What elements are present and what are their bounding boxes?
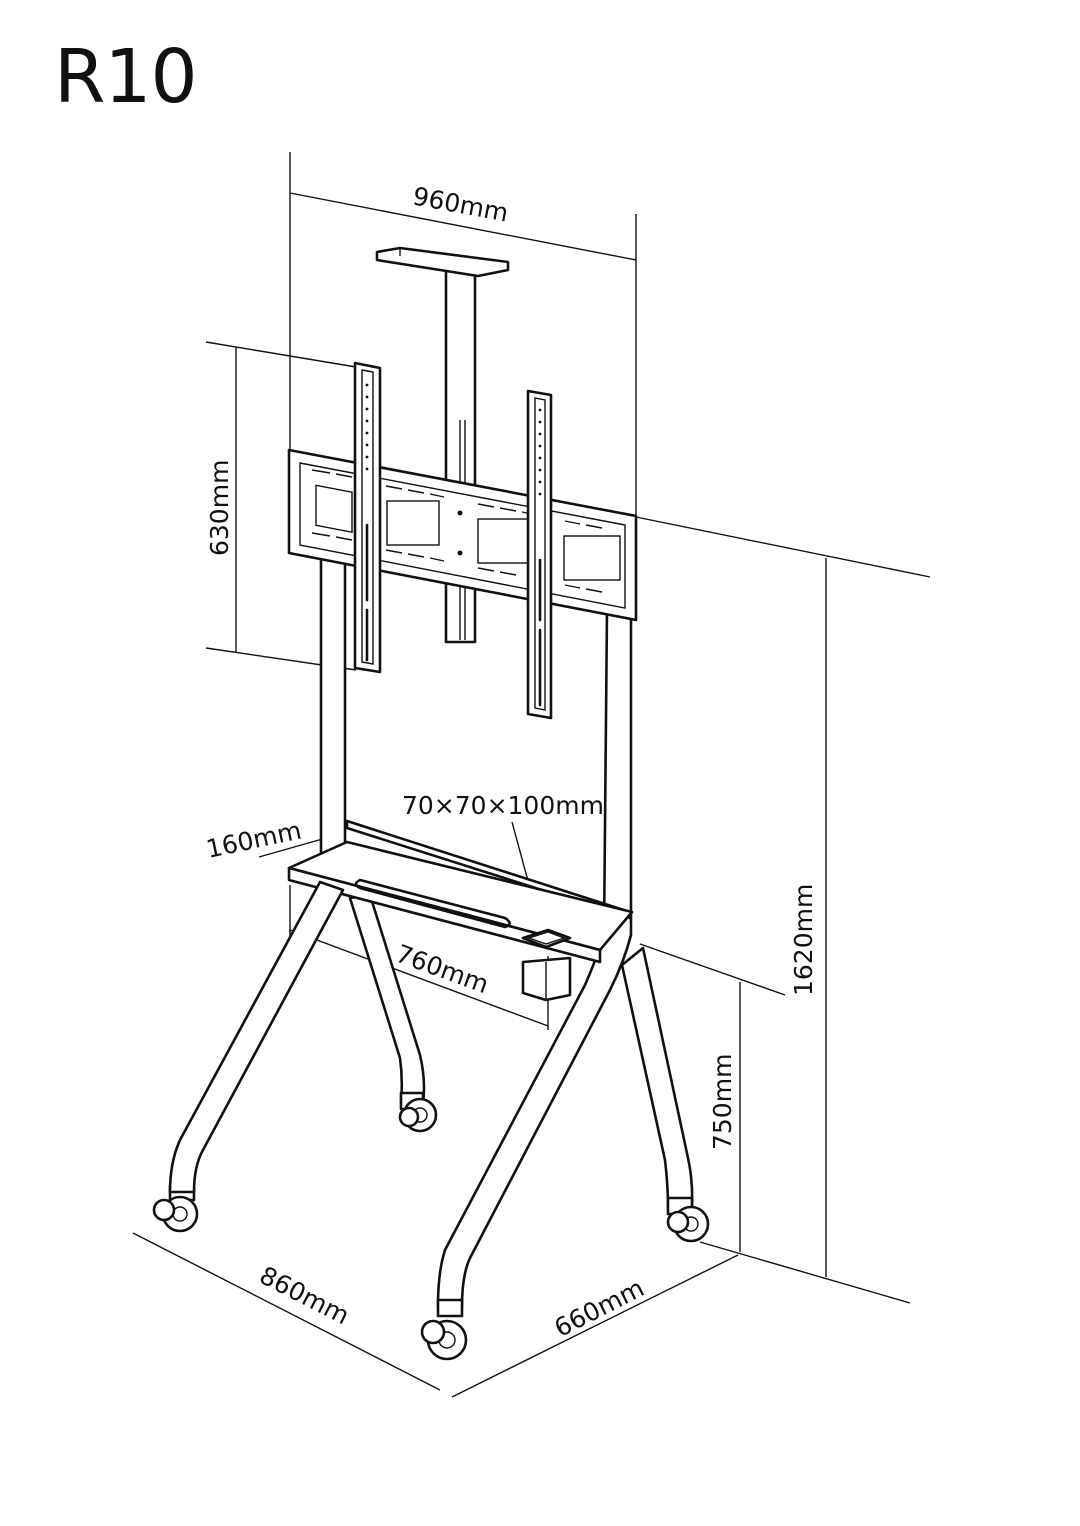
shelf — [287, 819, 634, 1002]
stand-uprights — [319, 553, 633, 1309]
stand-front-left-leg — [168, 880, 345, 1194]
label-shelf-depth: 160mm — [204, 816, 304, 864]
label-box-size: 70×70×100mm — [402, 791, 604, 820]
label-shelf-width: 760mm — [392, 939, 493, 999]
caster-wheels — [152, 1091, 710, 1361]
label-base-depth: 660mm — [550, 1273, 649, 1343]
label-base-width: 860mm — [255, 1261, 354, 1331]
product-model-title: R10 — [54, 34, 198, 120]
dimension-lines — [132, 152, 931, 1398]
label-vesa-height: 630mm — [205, 460, 234, 556]
label-total-height: 1620mm — [789, 884, 818, 996]
label-width-top: 960mm — [411, 181, 511, 227]
label-shelf-height: 750mm — [708, 1054, 737, 1150]
vesa-arms — [353, 361, 553, 720]
